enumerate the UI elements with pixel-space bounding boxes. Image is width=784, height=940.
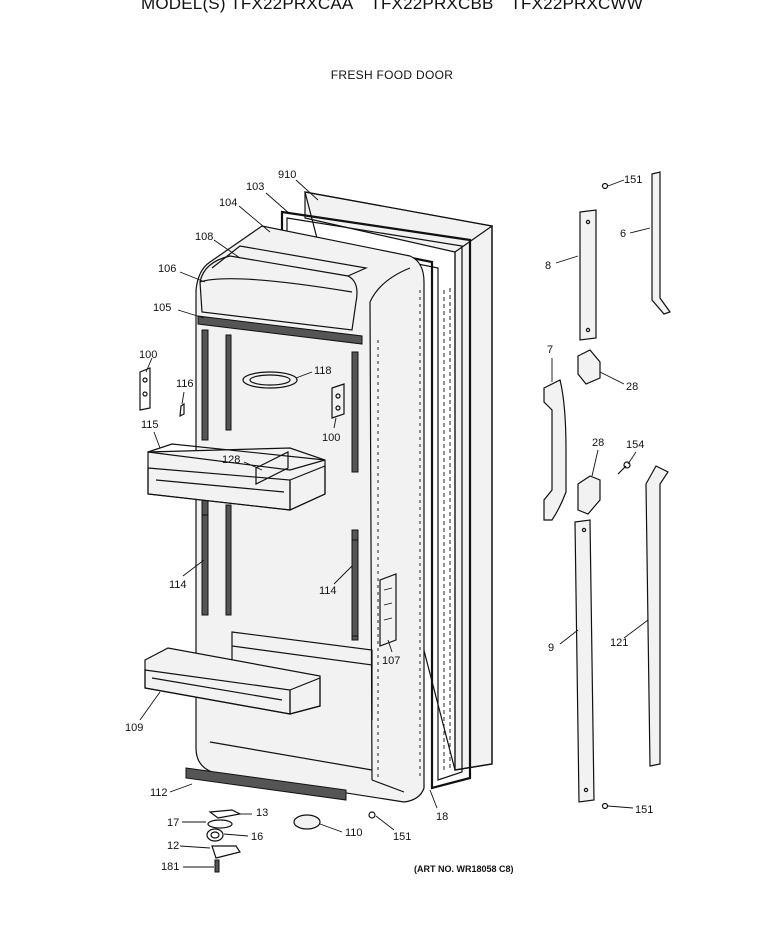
trim-121 — [645, 465, 669, 767]
callout-7: 7 — [547, 344, 553, 356]
callout-8: 8 — [545, 260, 551, 272]
callout-115: 115 — [141, 419, 159, 431]
callout-116: 116 — [176, 378, 194, 390]
handle-7 — [543, 379, 567, 521]
egg-holder — [242, 371, 298, 389]
bin-divider — [255, 451, 289, 485]
callout-105: 105 — [153, 302, 171, 314]
bottom-trim — [185, 767, 347, 801]
callout-18: 18 — [436, 811, 448, 823]
screw-181 — [214, 859, 220, 873]
section-title: FRESH FOOD DOOR — [330, 68, 454, 82]
callout-114-left: 114 — [169, 579, 187, 591]
callout-13: 13 — [256, 807, 268, 819]
model-numbers-header: MODEL(S) TFX22PRXCAA TFX22PRXCBB TFX22PR… — [0, 0, 784, 14]
hinge-cover-110 — [293, 814, 321, 830]
callout-12: 12 — [167, 840, 179, 852]
callout-16: 16 — [251, 831, 263, 843]
model-list-3: TFX22PRXCWW — [510, 0, 644, 13]
callout-28-lower: 28 — [592, 437, 604, 449]
handle-mount-28-lower — [577, 475, 601, 515]
callout-114-right: 114 — [319, 585, 337, 597]
trim-6 — [651, 171, 671, 315]
dairy-compartment — [199, 245, 369, 331]
callout-9: 9 — [548, 642, 554, 654]
callout-100-right: 100 — [322, 432, 340, 444]
callout-154: 154 — [626, 439, 644, 451]
callout-106: 106 — [158, 263, 176, 275]
callout-28-upper: 28 — [626, 381, 638, 393]
callout-128: 128 — [222, 454, 240, 466]
callout-181: 181 — [161, 861, 179, 873]
callout-109: 109 — [125, 722, 143, 734]
leader-lines — [139, 179, 651, 868]
handle-mount-28-upper — [577, 349, 601, 385]
callout-112: 112 — [150, 787, 168, 799]
callout-107: 107 — [382, 655, 400, 667]
art-number: (ART NO. WR18058 C8) — [414, 864, 514, 874]
callout-6: 6 — [620, 228, 626, 240]
callout-100-left: 100 — [139, 349, 157, 361]
callout-103: 103 — [246, 181, 264, 193]
shelf-support-left — [139, 367, 151, 411]
callout-151-top: 151 — [624, 174, 642, 186]
callout-910: 910 — [278, 169, 296, 181]
trim-strip-left — [201, 514, 209, 616]
model-list-1: MODEL(S) TFX22PRXCAA — [140, 0, 354, 13]
handle-trim-9 — [574, 519, 595, 803]
shelf-support-right — [331, 383, 345, 419]
trim-strip-right — [351, 539, 359, 637]
screw-151-right — [601, 802, 609, 810]
callout-108: 108 — [195, 231, 213, 243]
screw-151-top — [601, 182, 609, 190]
callout-17: 17 — [167, 817, 179, 829]
handle-trim-8 — [579, 209, 597, 341]
screw-154 — [617, 461, 631, 475]
door-bin-upper — [147, 443, 326, 511]
door-inner-liner — [195, 225, 425, 803]
callout-151-right: 151 — [635, 804, 653, 816]
dairy-trim-strip — [197, 315, 363, 345]
callout-labels: 910 103 104 108 106 105 100 116 118 100 … — [125, 169, 653, 873]
hinge-pin-13 — [208, 809, 242, 819]
callout-104: 104 — [219, 197, 237, 209]
callout-121: 121 — [610, 637, 628, 649]
bushing-16 — [206, 828, 224, 842]
callout-151-bottom: 151 — [393, 831, 411, 843]
cam-12 — [211, 845, 241, 859]
callout-110: 110 — [345, 827, 363, 839]
door-stop-107 — [379, 573, 397, 647]
door-bin-lower — [144, 647, 321, 715]
callout-118: 118 — [314, 365, 332, 377]
screw-151-bottom — [368, 811, 376, 819]
clip — [179, 402, 185, 418]
washer-17 — [207, 819, 233, 829]
model-list-2: TFX22PRXCBB — [370, 0, 494, 13]
